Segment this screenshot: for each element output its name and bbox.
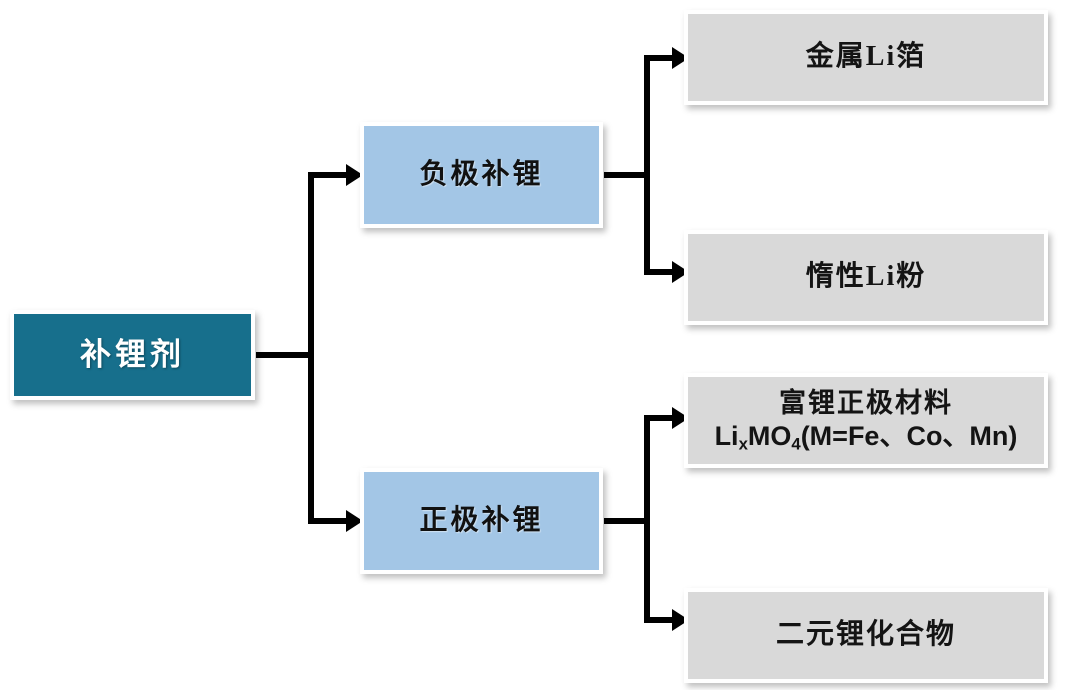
branch-node-2-label: 正极补锂 bbox=[419, 504, 544, 536]
root-node-label: 补锂剂 bbox=[80, 337, 185, 373]
leaf-node-metal-li-foil[interactable]: 金属Li箔 bbox=[684, 10, 1048, 105]
leaf-node-2-label: 惰性Li粉 bbox=[805, 261, 927, 293]
root-node-lithium-supplement[interactable]: 补锂剂 bbox=[10, 310, 255, 400]
connector-branch-2-trunk bbox=[644, 415, 650, 623]
connector-root-to-branch-1 bbox=[308, 172, 350, 178]
formula-mo: MO bbox=[747, 420, 792, 451]
connector-branch-1-stub bbox=[604, 172, 650, 178]
formula-sub-x: x bbox=[738, 434, 748, 454]
connector-root-trunk bbox=[308, 172, 314, 524]
leaf-node-3-label: 富锂正极材料 bbox=[779, 387, 953, 418]
arrow-to-branch-1 bbox=[346, 164, 363, 186]
formula-metals: (M=Fe、Co、Mn) bbox=[800, 420, 1018, 451]
formula-li: Li bbox=[714, 420, 739, 451]
connector-branch-2-stub bbox=[604, 518, 650, 524]
leaf-node-li-rich-cathode-material[interactable]: 富锂正极材料 LixMO4(M=Fe、Co、Mn) bbox=[684, 373, 1048, 468]
leaf-node-binary-lithium-compound[interactable]: 二元锂化合物 bbox=[684, 588, 1048, 683]
branch-node-cathode-lithium[interactable]: 正极补锂 bbox=[360, 468, 603, 574]
leaf-node-inert-li-powder[interactable]: 惰性Li粉 bbox=[684, 230, 1048, 325]
leaf-node-4-label: 二元锂化合物 bbox=[775, 619, 956, 651]
connector-branch-1-to-leaf-2 bbox=[644, 269, 676, 275]
connector-branch-2-to-leaf-1 bbox=[644, 415, 676, 421]
leaf-node-3-formula: LixMO4(M=Fe、Co、Mn) bbox=[715, 421, 1018, 454]
connector-root-to-branch-2 bbox=[308, 518, 350, 524]
connector-branch-1-trunk bbox=[644, 55, 650, 275]
branch-node-1-label: 负极补锂 bbox=[419, 158, 544, 190]
formula-sub-4: 4 bbox=[791, 434, 801, 454]
branch-node-anode-lithium[interactable]: 负极补锂 bbox=[360, 122, 603, 228]
leaf-node-1-label: 金属Li箔 bbox=[805, 41, 927, 73]
connector-branch-1-to-leaf-1 bbox=[644, 55, 676, 61]
leaf-node-3-stack: 富锂正极材料 LixMO4(M=Fe、Co、Mn) bbox=[688, 388, 1044, 454]
connector-root-stub bbox=[256, 352, 314, 358]
connector-branch-2-to-leaf-2 bbox=[644, 617, 676, 623]
arrow-to-branch-2 bbox=[346, 510, 363, 532]
